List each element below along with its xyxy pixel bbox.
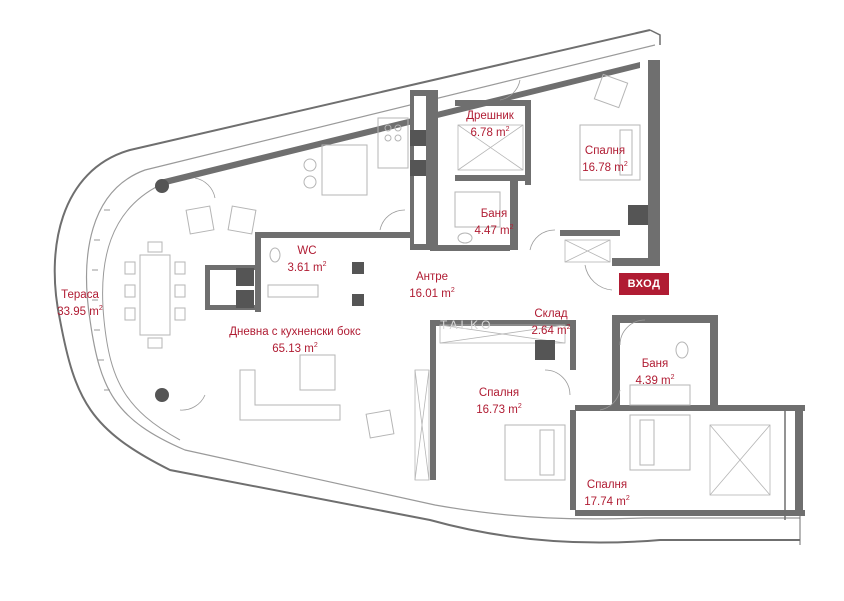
dining-table xyxy=(139,254,171,336)
terrace-outline xyxy=(53,29,800,544)
terrace-railing xyxy=(92,184,181,441)
room-area: 17.74 m2 xyxy=(584,495,630,508)
columns xyxy=(155,179,169,402)
room-name: Спалня xyxy=(478,387,520,399)
room-area: 3.61 m2 xyxy=(287,261,327,274)
room-area: 2.64 m2 xyxy=(531,324,571,337)
entry-marker xyxy=(619,273,669,295)
room-area: 16.78 m2 xyxy=(582,161,628,174)
room-name: Дневна с кухненски бокс xyxy=(229,326,361,338)
room-label-closet: Дрешник 6.78 m2 xyxy=(466,109,514,140)
room-label-wc: WC 3.61 m2 xyxy=(287,244,326,275)
sofa xyxy=(239,369,341,421)
room-label-living: Дневна с кухненски бокс 65.13 m2 xyxy=(229,325,361,356)
furniture xyxy=(124,73,691,481)
room-name: Дрешник xyxy=(466,110,514,122)
entry-label: ВХОД xyxy=(627,278,661,290)
room-area: 33.95 m2 xyxy=(57,305,103,318)
room-label-bedroom-2: Спалня 16.73 m2 xyxy=(476,386,521,417)
room-name: WC xyxy=(297,245,317,257)
room-name: Спалня xyxy=(584,145,626,157)
door-swings xyxy=(179,79,646,411)
room-area: 6.78 m2 xyxy=(470,126,510,139)
room-name: Баня xyxy=(480,208,508,220)
room-label-bedroom-1: Спалня 16.78 m2 xyxy=(582,144,627,175)
room-area: 16.73 m2 xyxy=(476,403,522,416)
watermark: TALKO xyxy=(440,318,494,332)
kitchen-island xyxy=(321,144,368,196)
coffee-table xyxy=(299,354,336,391)
room-label-storage: Склад 2.64 m2 xyxy=(531,307,570,338)
room-label-bath-2: Баня 4.39 m2 xyxy=(635,357,674,388)
room-label-hall: Антре 16.01 m2 xyxy=(409,270,454,301)
room-area: 16.01 m2 xyxy=(409,287,455,300)
room-name: Баня xyxy=(641,358,669,370)
room-area: 4.39 m2 xyxy=(635,374,675,387)
room-name: Спалня xyxy=(586,479,628,491)
room-label-terrace: Тераса 33.95 m2 xyxy=(57,288,102,319)
room-name: Склад xyxy=(534,308,568,320)
room-area: 4.47 m2 xyxy=(474,224,514,237)
room-label-bath-1: Баня 4.47 m2 xyxy=(474,207,513,238)
bed-3 xyxy=(629,414,691,471)
room-label-bedroom-3: Спалня 17.74 m2 xyxy=(584,478,629,509)
room-name: Антре xyxy=(415,271,449,283)
room-area: 65.13 m2 xyxy=(272,342,318,355)
bed-2 xyxy=(504,424,566,481)
balcony-rail xyxy=(784,410,801,545)
bed-1 xyxy=(579,124,641,181)
room-name: Тераса xyxy=(61,289,99,301)
appliance-blocks xyxy=(236,130,648,360)
